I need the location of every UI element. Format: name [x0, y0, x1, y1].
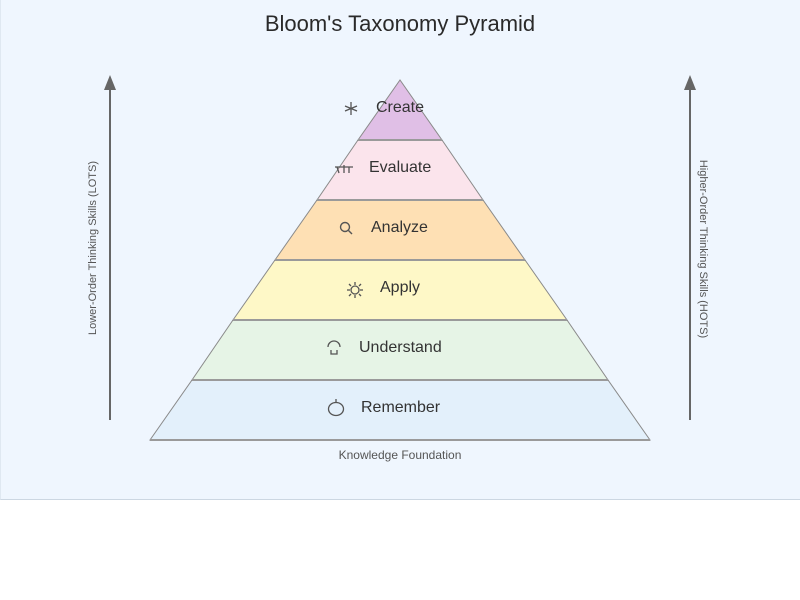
gear-icon	[347, 282, 363, 298]
left-arrow	[104, 75, 116, 420]
higher-order-skills-label-rotated: Higher-Order Thinking Skills (HOTS)	[697, 159, 709, 339]
layer-label-analyze: Analyze	[371, 219, 428, 236]
layer-label-evaluate: Evaluate	[369, 159, 432, 176]
knowledge-foundation-label: Knowledge Foundation	[338, 448, 462, 462]
layer-label-create: Create	[376, 99, 425, 116]
scale-icon	[335, 165, 353, 174]
layer-label-understand: Understand	[359, 339, 442, 356]
apple-icon	[327, 399, 345, 417]
diagram-title: Bloom's Taxonomy Pyramid	[264, 11, 536, 36]
right-arrow	[684, 75, 696, 420]
lightbulb-icon	[327, 340, 341, 355]
asterisk-icon	[344, 102, 358, 115]
magnifier-icon	[339, 221, 353, 235]
layer-label-remember: Remember	[361, 399, 441, 416]
layer-label-apply: Apply	[380, 279, 421, 296]
lower-order-skills-label-rotated: Lower-Order Thinking Skills (LOTS)	[87, 161, 99, 336]
